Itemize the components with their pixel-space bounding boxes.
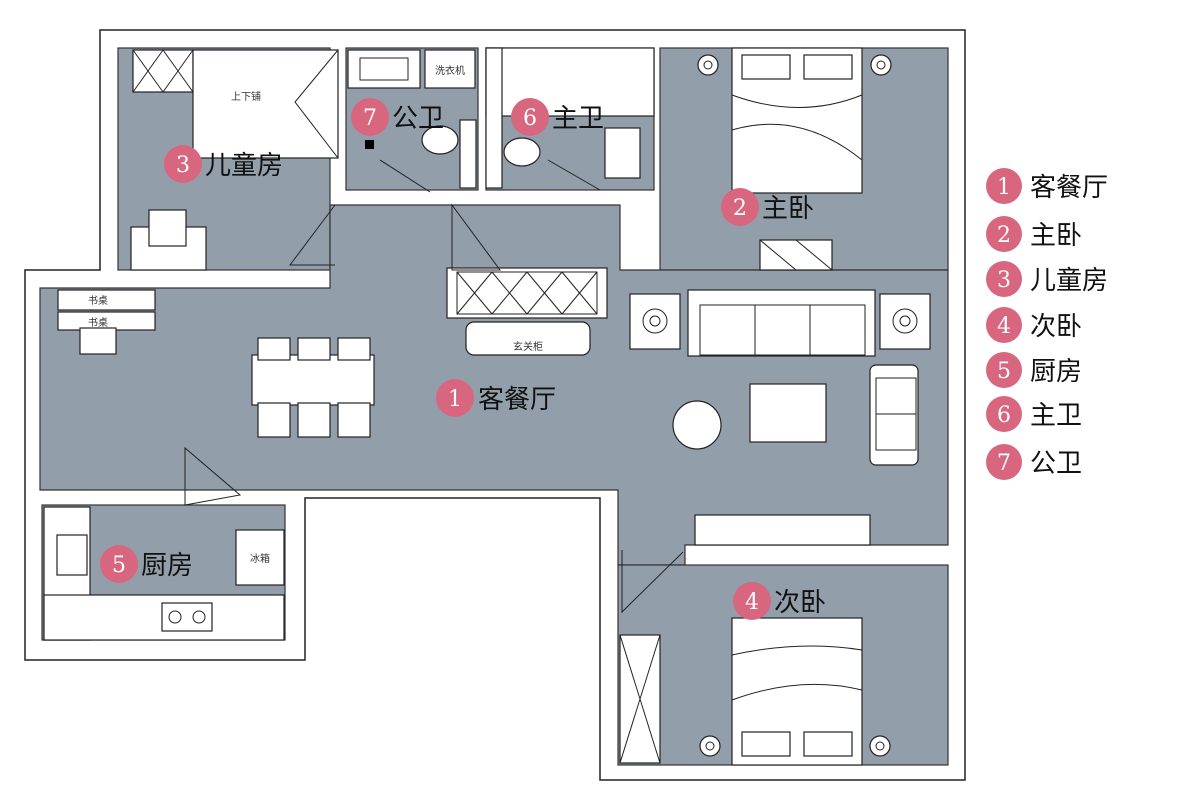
- svg-text:6: 6: [523, 106, 537, 131]
- svg-text:1: 1: [997, 175, 1011, 200]
- door-corridor: [451, 203, 501, 271]
- legend-item: 1 客餐厅: [986, 168, 1108, 204]
- fridge: [235, 529, 285, 586]
- desk-1: [57, 289, 156, 311]
- svg-text:7: 7: [363, 106, 377, 131]
- legend: 1 客餐厅 2 主卧 3 儿童房 4 次卧 5 厨房 6 主卫 7 公卫: [986, 168, 1108, 480]
- toilet-public: [421, 125, 459, 155]
- kitchen-sink: [56, 534, 88, 576]
- legend-item: 5 厨房: [986, 352, 1082, 388]
- room-label-public-bath: 7 公卫: [351, 98, 444, 136]
- svg-text:冰箱: 冰箱: [250, 552, 270, 565]
- dining-table: [251, 337, 375, 438]
- svg-text:6: 6: [997, 403, 1011, 428]
- desk-chair: [79, 327, 117, 355]
- legend-item: 6 主卫: [986, 396, 1082, 432]
- svg-text:3: 3: [997, 268, 1011, 293]
- master-cabinet: [759, 239, 833, 271]
- legend-item: 3 儿童房: [986, 261, 1108, 297]
- nightstand-lamp-icon: [869, 735, 891, 757]
- svg-text:2: 2: [733, 196, 747, 221]
- svg-text:4: 4: [997, 314, 1011, 339]
- svg-text:主卫: 主卫: [552, 104, 604, 134]
- svg-text:儿童房: 儿童房: [205, 151, 283, 181]
- svg-text:2: 2: [997, 223, 1011, 248]
- shower-area: [485, 47, 655, 117]
- nightstand-lamp-icon: [699, 735, 721, 757]
- room-label-living: 1 客餐厅: [436, 379, 556, 417]
- armchair: [869, 364, 919, 466]
- legend-item: 2 主卧: [986, 216, 1082, 252]
- door-second-bed: [621, 550, 684, 614]
- svg-text:5: 5: [997, 359, 1011, 384]
- bunk-bed: 上下铺: [192, 49, 339, 159]
- svg-text:洗衣机: 洗衣机: [435, 64, 465, 77]
- entry-cabinet: [465, 321, 591, 356]
- svg-text:主卧: 主卧: [1030, 221, 1082, 251]
- nightstand-lamp-icon: [697, 54, 719, 76]
- sofa: [687, 289, 876, 357]
- svg-text:3: 3: [176, 153, 190, 178]
- svg-text:厨房: 厨房: [1030, 357, 1082, 387]
- washbasin-master: [604, 127, 641, 179]
- entry-storage: [446, 267, 608, 319]
- door-kids: [289, 204, 336, 266]
- toilet-master: [503, 137, 541, 167]
- room-label-master-bath: 6 主卫: [511, 98, 604, 136]
- svg-text:儿童房: 儿童房: [1030, 266, 1108, 296]
- svg-text:主卧: 主卧: [762, 194, 814, 224]
- svg-text:次卧: 次卧: [774, 588, 826, 618]
- svg-text:厨房: 厨房: [141, 551, 193, 581]
- washer: [424, 49, 476, 89]
- svg-text:上下铺: 上下铺: [231, 90, 261, 103]
- wardrobe-second: [619, 634, 661, 764]
- washbasin-public: [347, 49, 421, 89]
- wardrobe-kids: [132, 49, 194, 93]
- door-master-bath: [547, 159, 601, 191]
- side-lamp-icon: [629, 293, 681, 350]
- svg-text:玄关柜: 玄关柜: [513, 340, 543, 353]
- room-label-second-bed: 4 次卧: [733, 582, 826, 620]
- svg-text:5: 5: [112, 553, 126, 578]
- room-label-kids: 3 儿童房: [164, 145, 283, 183]
- room-label-kitchen: 5 厨房: [100, 545, 193, 583]
- svg-text:客餐厅: 客餐厅: [1030, 173, 1108, 203]
- svg-text:4: 4: [745, 590, 759, 615]
- legend-item: 4 次卧: [986, 307, 1082, 343]
- coffee-table: [749, 383, 827, 443]
- round-table: [672, 400, 722, 450]
- svg-text:客餐厅: 客餐厅: [478, 385, 556, 415]
- svg-text:书桌: 书桌: [88, 294, 108, 307]
- tv-cabinet: [694, 514, 871, 546]
- door-public-bath: [379, 159, 431, 193]
- svg-text:书桌: 书桌: [88, 316, 108, 329]
- svg-text:1: 1: [448, 387, 462, 412]
- kids-chair: [148, 209, 187, 247]
- floor-drain-icon: [365, 140, 374, 149]
- svg-text:次卧: 次卧: [1030, 312, 1082, 342]
- svg-text:主卫: 主卫: [1030, 401, 1082, 431]
- svg-text:7: 7: [997, 451, 1011, 476]
- side-lamp-icon: [879, 293, 931, 350]
- svg-text:公卫: 公卫: [1030, 449, 1082, 479]
- door-kitchen: [184, 446, 242, 506]
- svg-text:公卫: 公卫: [392, 104, 444, 134]
- room-label-master-bed: 2 主卧: [721, 188, 814, 226]
- legend-item: 7 公卫: [986, 444, 1082, 480]
- nightstand-lamp-icon: [870, 54, 892, 76]
- stove-icon: [161, 602, 213, 632]
